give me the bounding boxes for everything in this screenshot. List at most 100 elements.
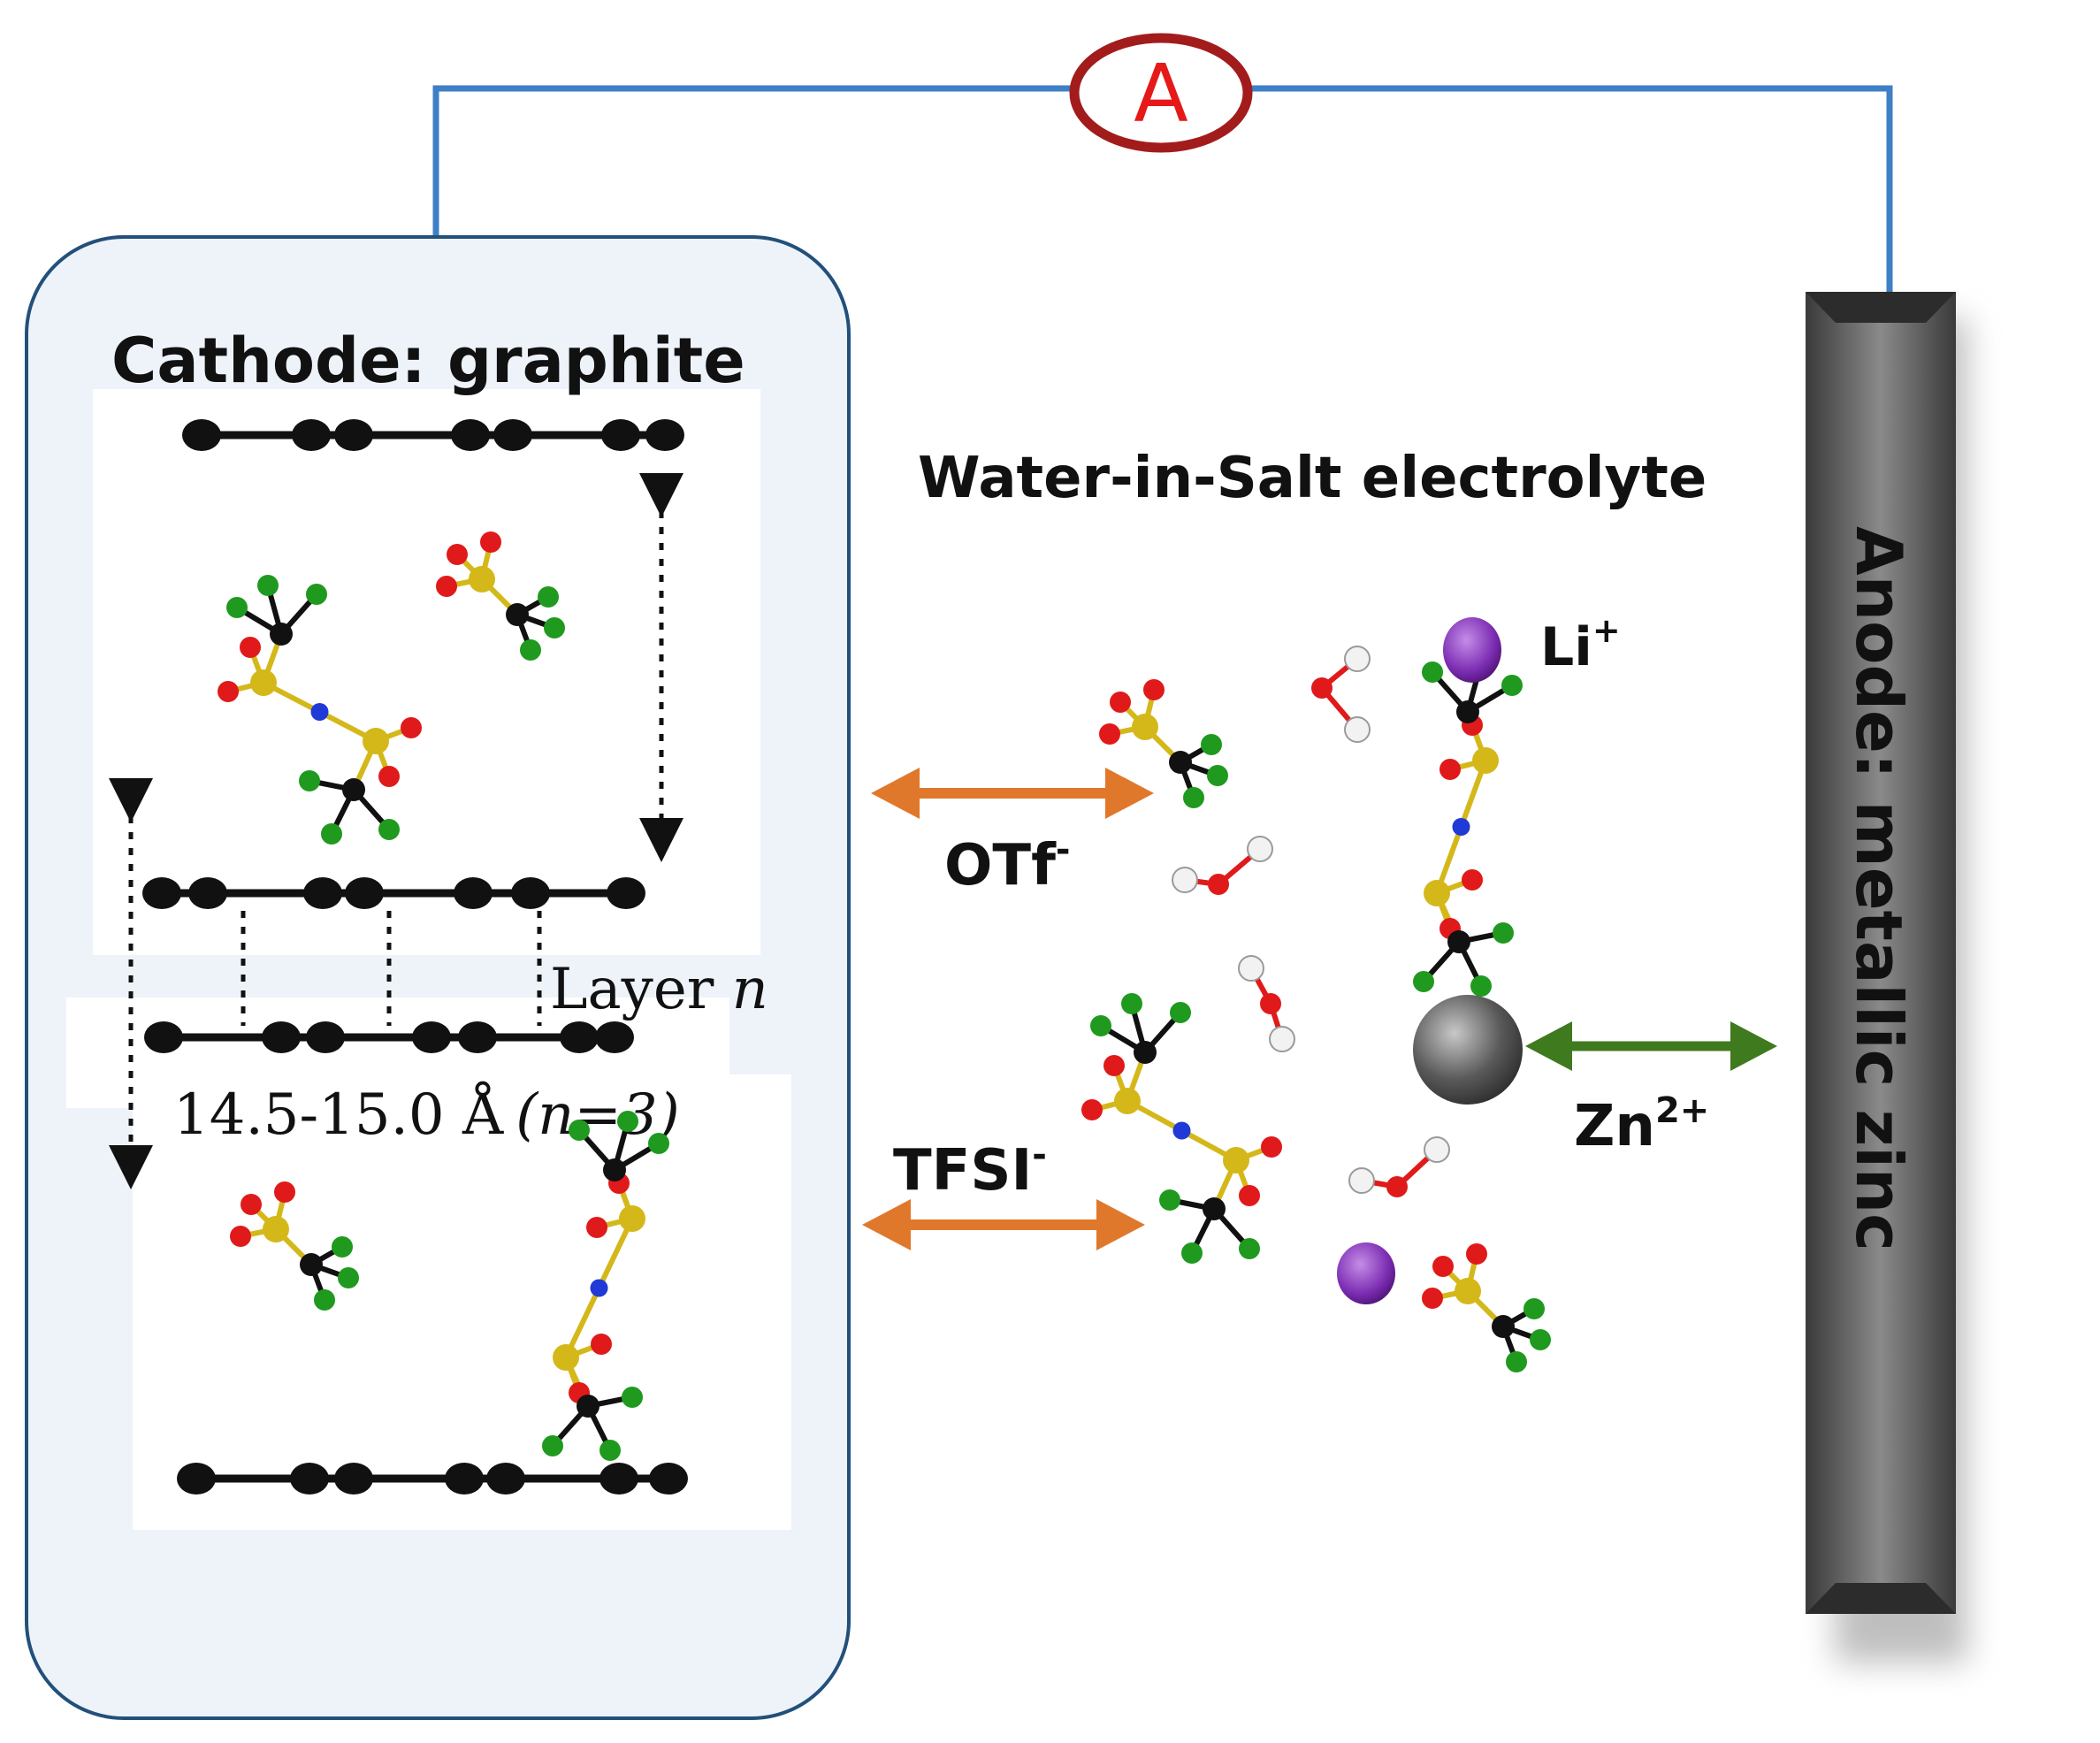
water-molecule-icon — [1238, 955, 1295, 1052]
ammeter-icon: A — [1069, 33, 1253, 153]
fluorine-atom — [1422, 661, 1443, 683]
sulfur-atom — [1472, 747, 1499, 774]
carbon-atom — [1134, 1041, 1157, 1064]
oxygen-atom — [1466, 1243, 1487, 1265]
otf-molecule-icon — [1099, 679, 1228, 808]
fluorine-atom — [314, 1289, 335, 1311]
carbon-atom — [1456, 700, 1479, 723]
nitrogen-atom — [590, 1279, 608, 1297]
fluorine-atom — [1183, 787, 1204, 808]
sulfur-atom — [1132, 714, 1158, 740]
fluorine-atom — [599, 1440, 621, 1461]
hydrogen-atom — [1172, 867, 1198, 893]
graphite-layer-icon — [144, 1021, 634, 1053]
carbon-atom — [290, 1463, 329, 1495]
water-molecule-icon — [1348, 1136, 1450, 1197]
graphite-layer-icon — [142, 877, 645, 909]
carbon-atom — [603, 1158, 626, 1181]
carbon-atom — [486, 1463, 525, 1495]
fluorine-atom — [1530, 1329, 1551, 1350]
oxygen-atom — [1208, 874, 1229, 895]
fluorine-atom — [1523, 1298, 1545, 1319]
fluorine-atom — [1501, 675, 1523, 696]
fluorine-atom — [1181, 1242, 1203, 1264]
fluorine-atom — [378, 819, 400, 840]
fluorine-atom — [1239, 1238, 1260, 1259]
sulfur-atom — [363, 728, 389, 754]
fluorine-atom — [542, 1435, 563, 1456]
oxygen-atom — [447, 544, 468, 565]
hydrogen-atom — [1238, 955, 1264, 982]
oxygen-atom — [274, 1181, 295, 1203]
fluorine-atom — [1201, 734, 1222, 755]
carbon-atom — [645, 419, 684, 451]
spacing-label: 14.5-15.0 Å(n=3) — [173, 1082, 680, 1148]
carbon-atom — [1492, 1315, 1515, 1338]
lithium-ion-icon — [1337, 1242, 1395, 1304]
fluorine-atom — [226, 597, 248, 618]
carbon-atom — [599, 1463, 638, 1495]
carbon-atom — [601, 419, 640, 451]
graphite-layer-icon — [177, 1463, 688, 1495]
oxygen-atom — [1239, 1185, 1260, 1206]
sulfur-atom — [1114, 1088, 1141, 1114]
carbon-atom — [595, 1021, 634, 1053]
carbon-atom — [262, 1021, 301, 1053]
carbon-atom — [144, 1021, 183, 1053]
carbon-atom — [506, 603, 529, 626]
fluorine-atom — [1090, 1015, 1111, 1036]
carbon-atom — [445, 1463, 484, 1495]
hydrogen-atom — [1348, 1167, 1375, 1194]
water-molecule-icon — [1172, 836, 1273, 895]
carbon-atom — [1447, 930, 1470, 953]
zinc-ion-label: Zn2+ — [1574, 1090, 1709, 1159]
hydrogen-atom — [1424, 1136, 1450, 1163]
fluorine-atom — [1470, 975, 1492, 997]
anode-label: Anode: metallic zinc — [1842, 526, 1916, 1251]
otf-arrow — [871, 768, 1154, 819]
carbon-atom — [458, 1021, 497, 1053]
carbon-atom — [270, 623, 293, 646]
tfsi-molecule-icon — [218, 575, 422, 845]
sulfur-atom — [263, 1216, 289, 1242]
carbon-atom — [345, 877, 384, 909]
circuit-wire — [432, 85, 1893, 292]
fluorine-atom — [1121, 993, 1142, 1014]
oxygen-atom — [218, 681, 239, 702]
otf-molecule-icon — [230, 1181, 359, 1311]
nitrogen-atom — [1452, 818, 1470, 836]
fluorine-atom — [1413, 971, 1434, 992]
graphite-layer-icon — [182, 419, 684, 451]
oxygen-atom — [1386, 1176, 1408, 1197]
hydrogen-atom — [1344, 646, 1371, 672]
tfsi-molecule-icon — [1081, 993, 1282, 1264]
oxygen-atom — [1462, 869, 1483, 891]
carbon-atom — [1203, 1197, 1226, 1220]
carbon-atom — [303, 877, 342, 909]
electrolyte-title: Water-in-Salt electrolyte — [918, 446, 1707, 511]
tfsi-molecule-icon — [1413, 653, 1523, 997]
oxygen-atom — [436, 576, 457, 597]
otf-molecule-icon — [436, 531, 565, 661]
carbon-atom — [182, 419, 221, 451]
carbon-atom — [560, 1021, 599, 1053]
fluorine-atom — [648, 1133, 669, 1154]
hydrogen-atom — [1344, 716, 1371, 743]
fluorine-atom — [520, 639, 541, 661]
oxygen-atom — [401, 717, 422, 738]
oxygen-atom — [378, 766, 400, 787]
sulfur-atom — [1455, 1278, 1481, 1304]
tfsi-label: TFSI- — [893, 1135, 1047, 1204]
carbon-atom — [412, 1021, 451, 1053]
sulfur-atom — [469, 566, 495, 592]
cathode-title: Cathode: graphite — [111, 325, 745, 397]
carbon-atom — [292, 419, 331, 451]
oxygen-atom — [586, 1217, 607, 1238]
layer-label: Layer n — [550, 957, 768, 1022]
fluorine-atom — [1159, 1189, 1180, 1211]
oxygen-atom — [480, 531, 501, 553]
oxygen-atom — [1439, 759, 1461, 780]
sulfur-atom — [1223, 1147, 1249, 1173]
fluorine-atom — [1207, 765, 1228, 786]
carbon-atom — [577, 1395, 599, 1418]
